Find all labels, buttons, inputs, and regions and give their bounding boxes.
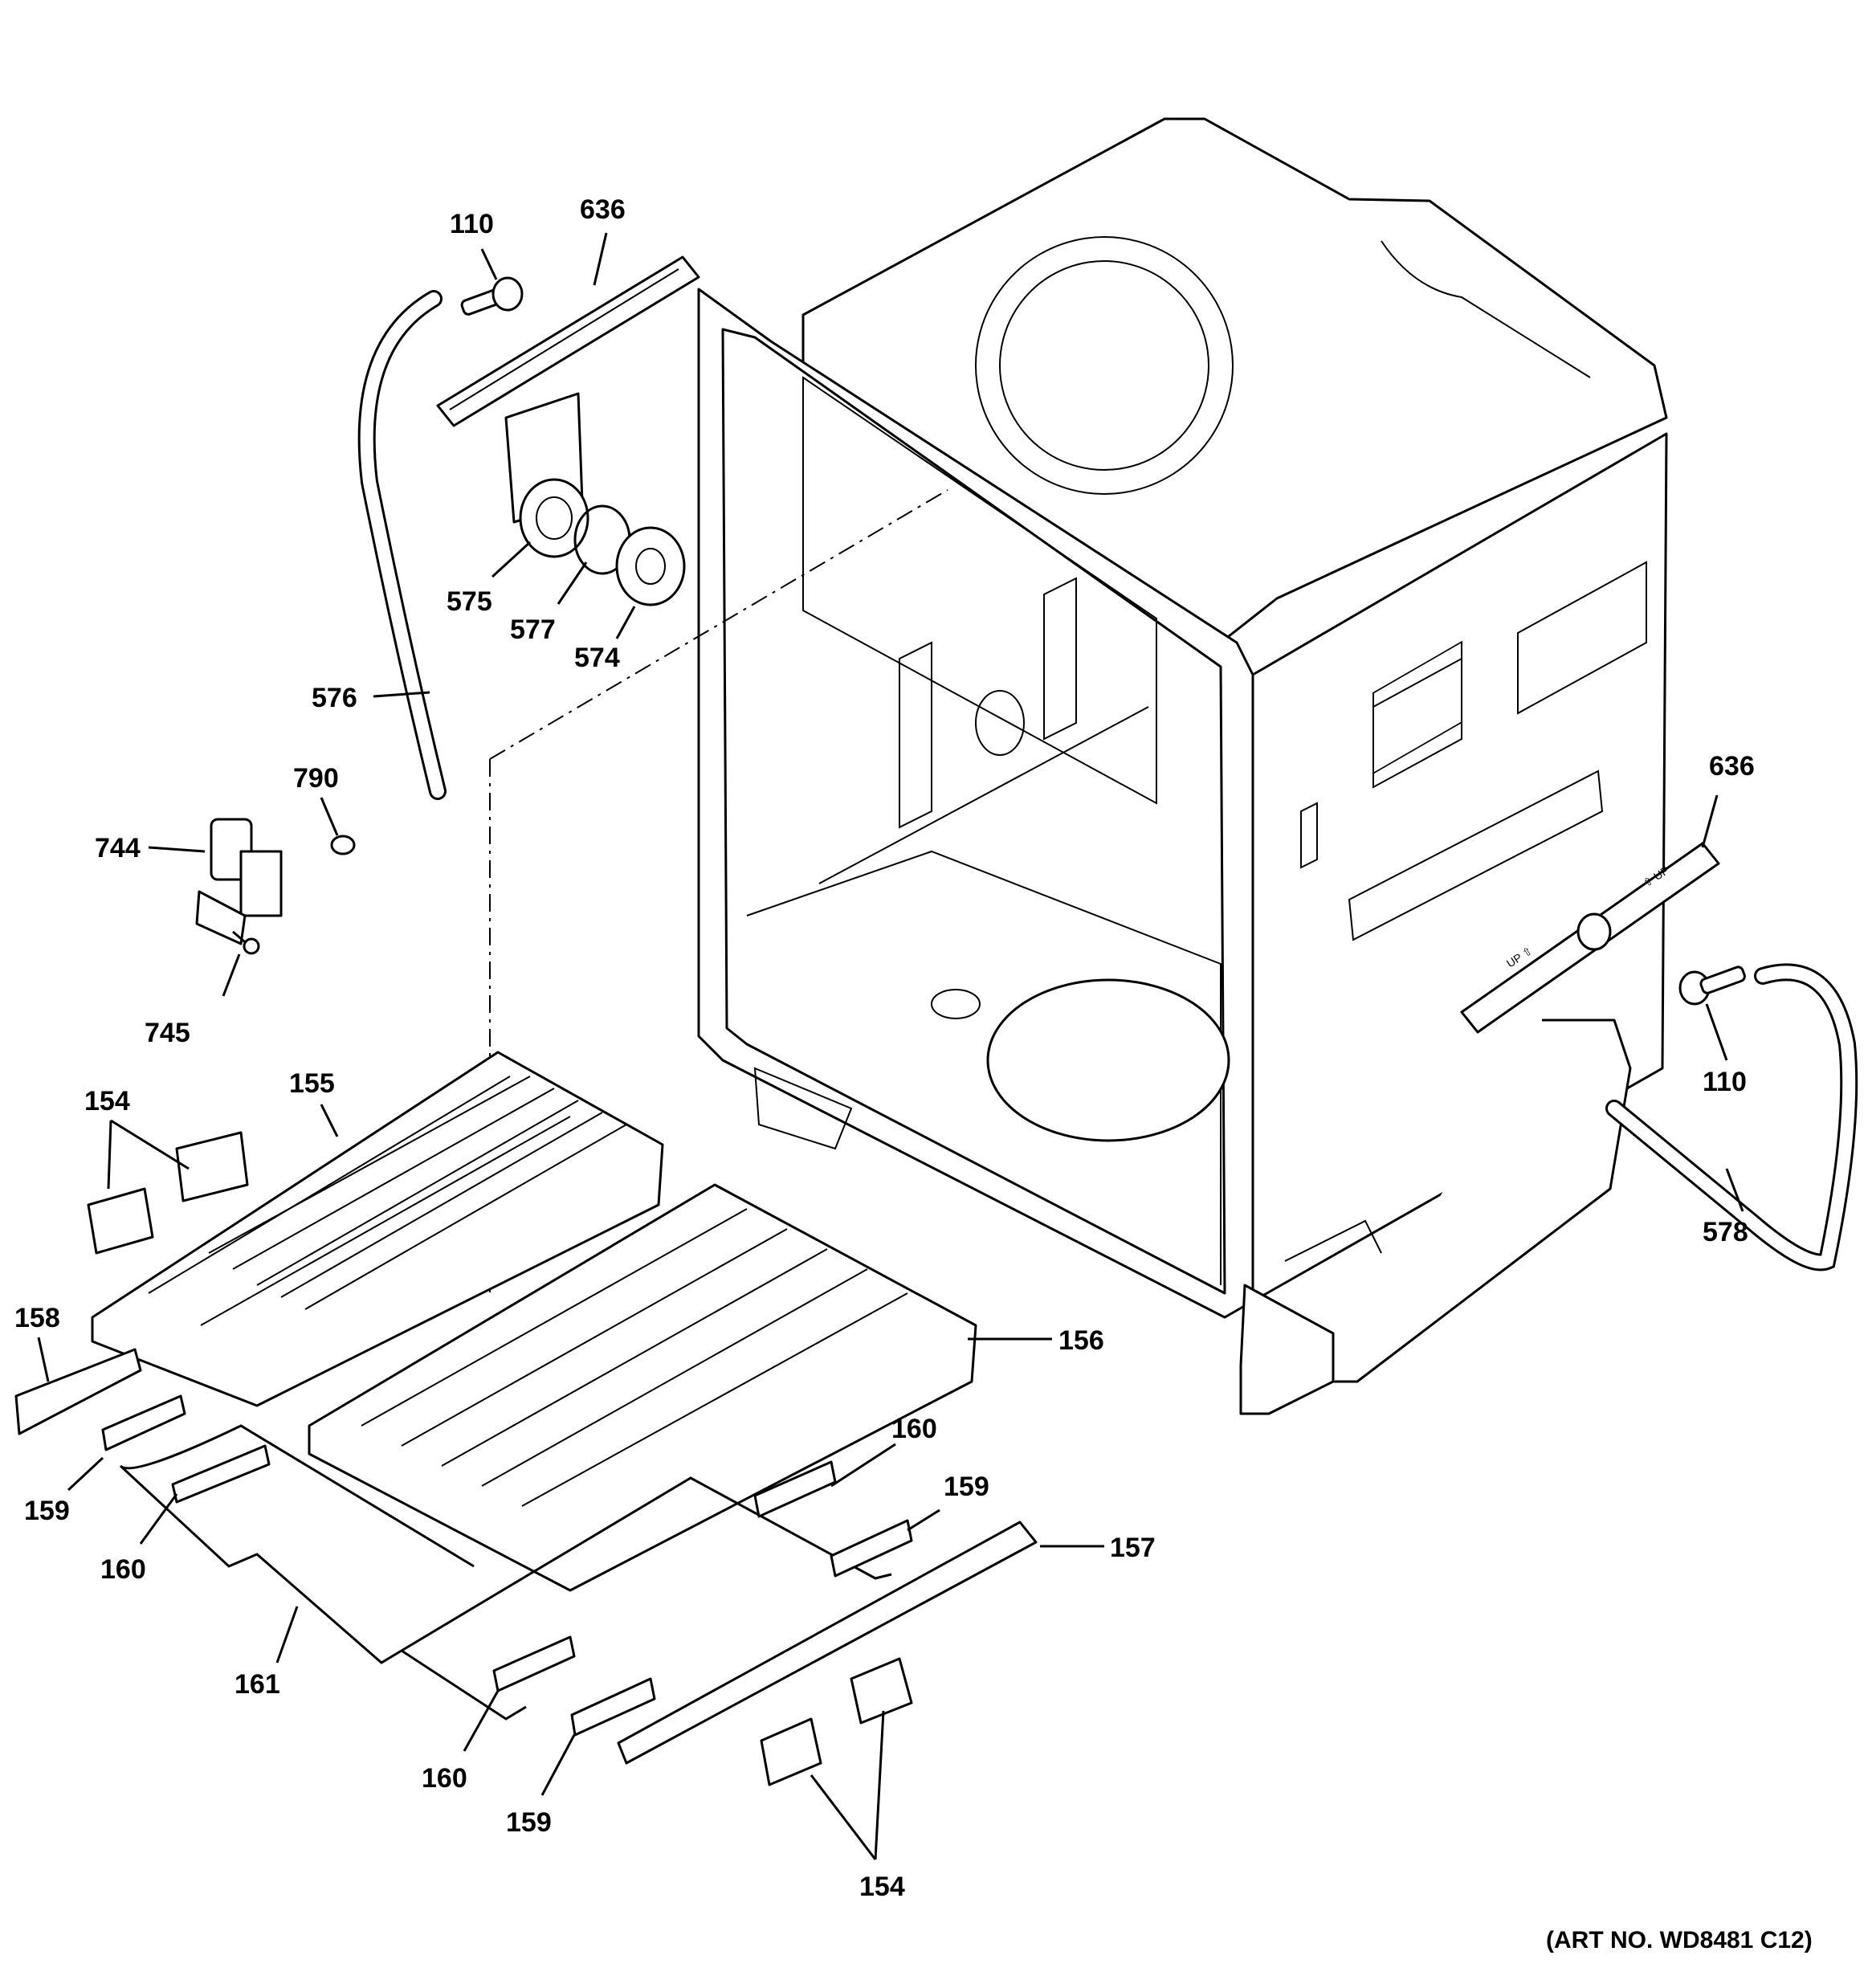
art-number: (ART NO. WD8481 C12) bbox=[1546, 1927, 1813, 1953]
part-154-rack-clips-left bbox=[87, 1131, 249, 1255]
callout-160-mid: 160 bbox=[422, 1763, 467, 1794]
callout-110-top: 110 bbox=[450, 209, 494, 239]
callout-636-top: 636 bbox=[580, 194, 626, 225]
part-158-left-rail bbox=[14, 1348, 142, 1435]
callout-159-left: 159 bbox=[24, 1496, 70, 1526]
part-110-fitting-top bbox=[460, 276, 524, 316]
callout-158: 158 bbox=[14, 1303, 60, 1333]
part-574-nut bbox=[615, 526, 686, 606]
callout-578: 578 bbox=[1703, 1217, 1748, 1247]
part-636-vent-plate-right: UP ⇧ ⇧ UP bbox=[1460, 842, 1720, 1034]
callout-154-left: 154 bbox=[84, 1086, 130, 1116]
callout-161: 161 bbox=[235, 1669, 280, 1700]
part-636-vent-plate-top bbox=[436, 255, 700, 427]
part-161-wire-frame bbox=[119, 1424, 527, 1721]
callout-576: 576 bbox=[312, 683, 357, 713]
part-159-bracket-right bbox=[830, 1519, 913, 1578]
callout-110-right: 110 bbox=[1703, 1067, 1747, 1097]
callout-159-bottom: 159 bbox=[506, 1807, 552, 1838]
callout-577: 577 bbox=[510, 614, 556, 645]
callout-154-bottom: 154 bbox=[859, 1872, 905, 1902]
part-155-left-rack bbox=[91, 1051, 664, 1407]
part-744-water-valve bbox=[195, 818, 283, 945]
callout-744: 744 bbox=[95, 833, 141, 863]
callout-745: 745 bbox=[145, 1018, 190, 1048]
part-159-bracket-left bbox=[101, 1394, 186, 1451]
callout-160-left: 160 bbox=[100, 1554, 146, 1585]
part-159-bracket-bottom bbox=[570, 1677, 656, 1737]
callout-790: 790 bbox=[293, 763, 339, 794]
callout-159-right: 159 bbox=[944, 1472, 989, 1502]
part-154-rack-clips-bottom bbox=[760, 1657, 913, 1786]
part-160-bracket-mid bbox=[492, 1635, 576, 1692]
callout-575: 575 bbox=[447, 586, 492, 617]
callout-574: 574 bbox=[574, 643, 620, 673]
part-157-right-rail bbox=[617, 1521, 1038, 1765]
part-575-duct bbox=[504, 392, 589, 558]
part-156-right-rack bbox=[308, 1183, 977, 1592]
callout-160-right: 160 bbox=[891, 1414, 937, 1444]
part-745-screw bbox=[232, 930, 260, 955]
callout-636-right: 636 bbox=[1709, 751, 1755, 782]
part-160-bracket-left bbox=[171, 1444, 271, 1504]
part-790-clamp bbox=[330, 835, 356, 855]
callout-156: 156 bbox=[1058, 1325, 1104, 1356]
part-110-fitting-right bbox=[1678, 965, 1746, 1006]
callout-leader-lines bbox=[37, 232, 1744, 1860]
dishwasher-tub bbox=[697, 117, 1668, 1415]
callout-157: 157 bbox=[1110, 1533, 1156, 1563]
callout-155: 155 bbox=[289, 1068, 335, 1099]
